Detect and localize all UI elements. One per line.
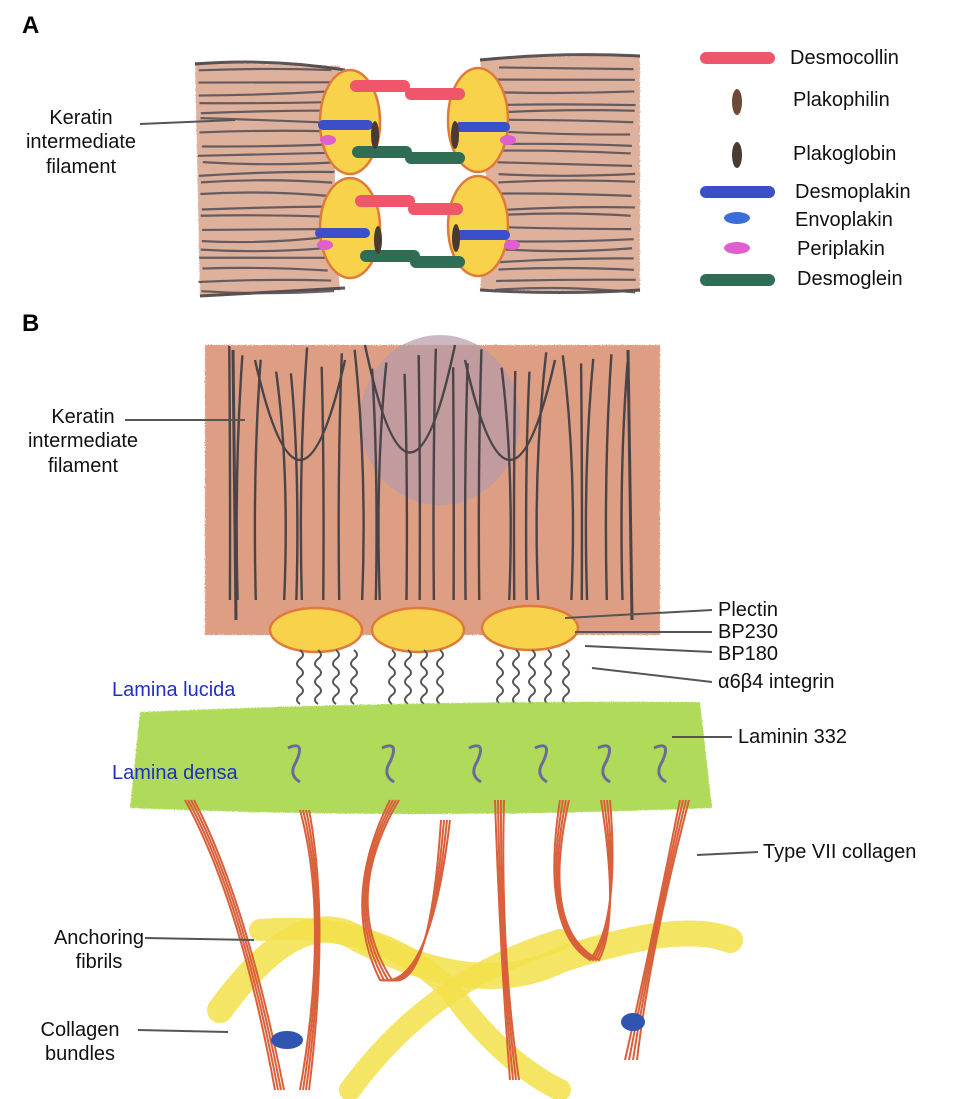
keratin-label-a: Keratin intermediate filament (22, 106, 140, 179)
integrin-strand (297, 650, 303, 704)
periplakin-dot (317, 240, 333, 250)
anchoring-fibrils-label-line: fibrils (40, 950, 158, 974)
legend-label-desmocollin: Desmocollin (790, 46, 899, 70)
integrin-strand (529, 650, 535, 704)
desmocollin-bar (405, 88, 465, 100)
legend-swatch-plakophilin (732, 89, 742, 115)
laminin-label: Laminin 332 (738, 725, 847, 749)
collagen-bundles-label: Collagen bundles (20, 1018, 140, 1067)
desmoplakin-bar (318, 120, 373, 130)
integrin-strand (315, 650, 321, 704)
plakoglobin-oval (371, 121, 379, 149)
keratin-filament (453, 367, 454, 600)
blue-knot (621, 1013, 645, 1031)
legend-swatch-periplakin (724, 242, 750, 254)
desmoglein-bar (410, 256, 465, 268)
keratin-filament (514, 371, 515, 600)
keratin-label-b-line: Keratin (10, 405, 156, 429)
desmoplakin-bar (455, 230, 510, 240)
keratin-label-a-line: Keratin (22, 106, 140, 130)
integrin-strand (545, 650, 551, 704)
bp180-label: BP180 (718, 642, 778, 666)
integrin-strands (297, 650, 569, 704)
keratin-filament (496, 280, 636, 281)
integrin-strand (333, 650, 339, 704)
keratin-filament (419, 355, 420, 600)
integrin-strand (497, 650, 503, 704)
legend-swatches (700, 52, 775, 286)
integrin-strand (405, 650, 411, 704)
collagen-bundles-label-line: Collagen (20, 1018, 140, 1042)
left-cell-cytoplasm (195, 62, 340, 296)
keratin-filament (495, 104, 636, 105)
legend-swatch-plakoglobin (732, 142, 742, 168)
legend-swatch-desmoplakin (700, 186, 775, 198)
legend-label-periplakin: Periplakin (797, 237, 885, 261)
blue-knot (271, 1031, 303, 1049)
legend-label-envoplakin: Envoplakin (795, 208, 893, 232)
legend-swatch-desmoglein (700, 274, 775, 286)
plectin-label: Plectin (718, 598, 778, 622)
bp230-label: BP230 (718, 620, 778, 644)
desmoglein-bar (405, 152, 465, 164)
type7-collagen-label: Type VII collagen (763, 840, 916, 864)
keratin-label-b: Keratin intermediate filament (10, 405, 156, 478)
plaque-3 (482, 606, 578, 650)
hemidesmosome-drawing (125, 335, 758, 1090)
collagen-bundles-label-line: bundles (20, 1042, 140, 1066)
legend-swatch-desmocollin (700, 52, 775, 64)
keratin-filament (199, 102, 332, 103)
nucleus (360, 335, 520, 505)
integrin-label: α6β4 integrin (718, 670, 834, 694)
anchoring-fibrils-label: Anchoring fibrils (40, 926, 158, 975)
desmoplakin-bar (455, 122, 510, 132)
keratin-filament (229, 346, 230, 600)
keratin-filament (202, 229, 327, 230)
periplakin-dot (500, 135, 516, 145)
lamina-densa-label: Lamina densa (112, 761, 238, 785)
desmoplakin-bar (315, 228, 370, 238)
desmoglein-bar (352, 146, 412, 158)
integrin-strand (389, 650, 395, 704)
integrin-strand (351, 650, 357, 704)
integrin-strand (437, 650, 443, 704)
legend-label-plakophilin: Plakophilin (793, 88, 890, 112)
periplakin-dot (504, 240, 520, 250)
anchoring-fibrils-label-line: Anchoring (40, 926, 158, 950)
lamina-band (130, 702, 712, 814)
legend-label-desmoplakin: Desmoplakin (795, 180, 911, 204)
desmocollin-bar (350, 80, 410, 92)
integrin-strand (563, 650, 569, 704)
legend-swatch-envoplakin (724, 212, 750, 224)
lamina-lucida-label: Lamina lucida (112, 678, 235, 702)
integrin-strand (421, 650, 427, 704)
keratin-filament (581, 363, 582, 600)
plaque-2 (372, 608, 464, 652)
keratin-label-b-line: filament (10, 454, 156, 478)
desmosome-drawing (140, 55, 640, 296)
keratin-label-a-line: intermediate (22, 130, 140, 154)
plaque-1 (270, 608, 362, 652)
legend-label-desmoglein: Desmoglein (797, 267, 903, 291)
legend-label-plakoglobin: Plakoglobin (793, 142, 896, 166)
desmocollin-bar (408, 203, 463, 215)
periplakin-dot (320, 135, 336, 145)
plakoglobin-oval (374, 226, 382, 254)
plakoglobin-oval (451, 121, 459, 149)
keratin-label-b-line: intermediate (10, 429, 156, 453)
keratin-label-a-line: filament (22, 155, 140, 179)
plakoglobin-oval (452, 224, 460, 252)
integrin-strand (513, 650, 519, 704)
desmocollin-bar (355, 195, 415, 207)
